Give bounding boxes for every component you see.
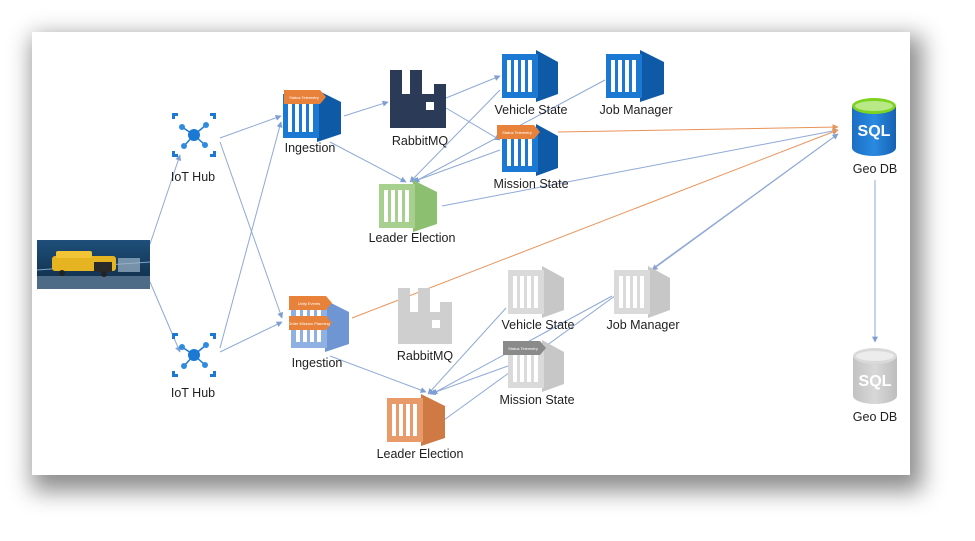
geo-db-primary[interactable]: SQL Geo DB [852,98,897,176]
job-manager-bottom-label: Job Manager [607,318,680,332]
arrow-ingest1-to-leader [329,141,407,183]
arrow-vehicle-to-leader [409,89,501,183]
arrow-ingest2-to-leader2 [329,355,427,393]
unity-events-tag: Unity Events [289,296,332,310]
svg-text:Status Telemetry: Status Telemetry [502,130,532,135]
arrow-iot2-to-ingest1 [219,121,283,349]
arrow-ingest2-to-geodb-orange [351,129,839,319]
iot-hub-bottom[interactable]: IoT Hub [171,333,216,400]
vehicle-state-bottom[interactable]: Vehicle State [502,266,575,332]
arrow-iot1-to-ingest1 [219,115,282,139]
container-instance-icon [614,266,670,318]
iot-hub-bottom-label: IoT Hub [171,386,215,400]
status-telemetry-tag: Status Telemetry [497,125,540,139]
arrow-leader-to-geodb [441,128,839,207]
arrow-mission-to-geodb-orange [557,124,839,133]
leader-election-top-label: Leader Election [369,231,456,245]
svg-text:Status Telemetry: Status Telemetry [508,346,538,351]
arrow-vehicle-to-iothub-top [149,154,182,245]
iot-hub-icon [172,113,216,157]
arrow-vehicle-to-iothub-bottom [149,281,181,353]
iot-hub-top[interactable]: IoT Hub [171,113,216,184]
container-instance-icon [508,266,564,318]
status-telemetry-tag: Status Telemetry [284,90,326,104]
mission-state-top-label: Mission State [493,177,568,191]
ingestion-bottom-label: Ingestion [292,356,343,370]
arrow-rabbit-to-vehicle [445,75,501,99]
ingestion-bottom[interactable]: Unity Events Order Mission Planning Inge… [288,296,349,370]
svg-text:Order Mission Planning: Order Mission Planning [288,321,330,326]
svg-text:SQL: SQL [858,123,891,140]
arrow-mission2-to-leader2 [429,365,509,395]
arrow-mission-to-leader [411,149,501,183]
svg-text:Status Telemetry: Status Telemetry [289,95,319,100]
mission-state-bottom-label: Mission State [499,393,574,407]
arrow-rabbit-to-mission [445,107,501,141]
arrow-iot2-to-ingest2 [219,321,283,353]
mission-state-top[interactable]: Status Telemetry Mission State [493,124,569,191]
rabbitmq-bottom[interactable]: RabbitMQ [397,288,454,363]
leader-election-bottom-label: Leader Election [377,447,464,461]
vehicle-state-top[interactable]: Vehicle State [495,50,568,117]
status-telemetry-tag: Status Telemetry [503,341,546,355]
iot-hub-top-label: IoT Hub [171,170,215,184]
iot-hub-icon [172,333,216,377]
leader-election-top[interactable]: Leader Election [369,180,456,245]
geo-db-primary-label: Geo DB [853,162,897,176]
arrow-iot1-to-ingest2 [219,141,284,319]
geo-db-secondary[interactable]: SQL Geo DB [853,348,897,424]
job-manager-top[interactable]: Job Manager [600,50,673,117]
rabbitmq-icon [398,288,452,344]
container-instance-icon [387,394,445,446]
diagram-frame [32,32,910,475]
geo-db-secondary-label: Geo DB [853,410,897,424]
rabbitmq-bottom-label: RabbitMQ [397,349,454,363]
sql-database-icon: SQL [852,98,896,156]
container-instance-icon [606,50,664,102]
ingestion-top-label: Ingestion [285,141,336,155]
rabbitmq-icon [390,70,446,128]
mission-state-bottom[interactable]: Status Telemetry Mission State [499,340,575,407]
container-instance-icon [502,50,558,102]
rabbitmq-top[interactable]: RabbitMQ [390,70,448,148]
svg-text:Unity Events: Unity Events [298,301,320,306]
job-manager-bottom[interactable]: Job Manager [607,266,680,332]
arrow-vehicle2-to-leader2 [427,307,507,395]
container-instance-icon [379,180,437,232]
ingestion-top[interactable]: Status Telemetry Ingestion [283,90,341,155]
vehicle-photo [36,240,151,289]
leader-election-bottom[interactable]: Leader Election [377,394,464,461]
sql-database-icon: SQL [853,348,897,404]
arrow-ingest1-to-rabbit [343,100,389,117]
svg-text:SQL: SQL [859,373,892,390]
mission-planning-tag: Order Mission Planning [288,316,332,330]
vehicle-state-top-label: Vehicle State [495,103,568,117]
vehicle-state-bottom-label: Vehicle State [502,318,575,332]
job-manager-top-label: Job Manager [600,103,673,117]
rabbitmq-top-label: RabbitMQ [392,134,449,148]
